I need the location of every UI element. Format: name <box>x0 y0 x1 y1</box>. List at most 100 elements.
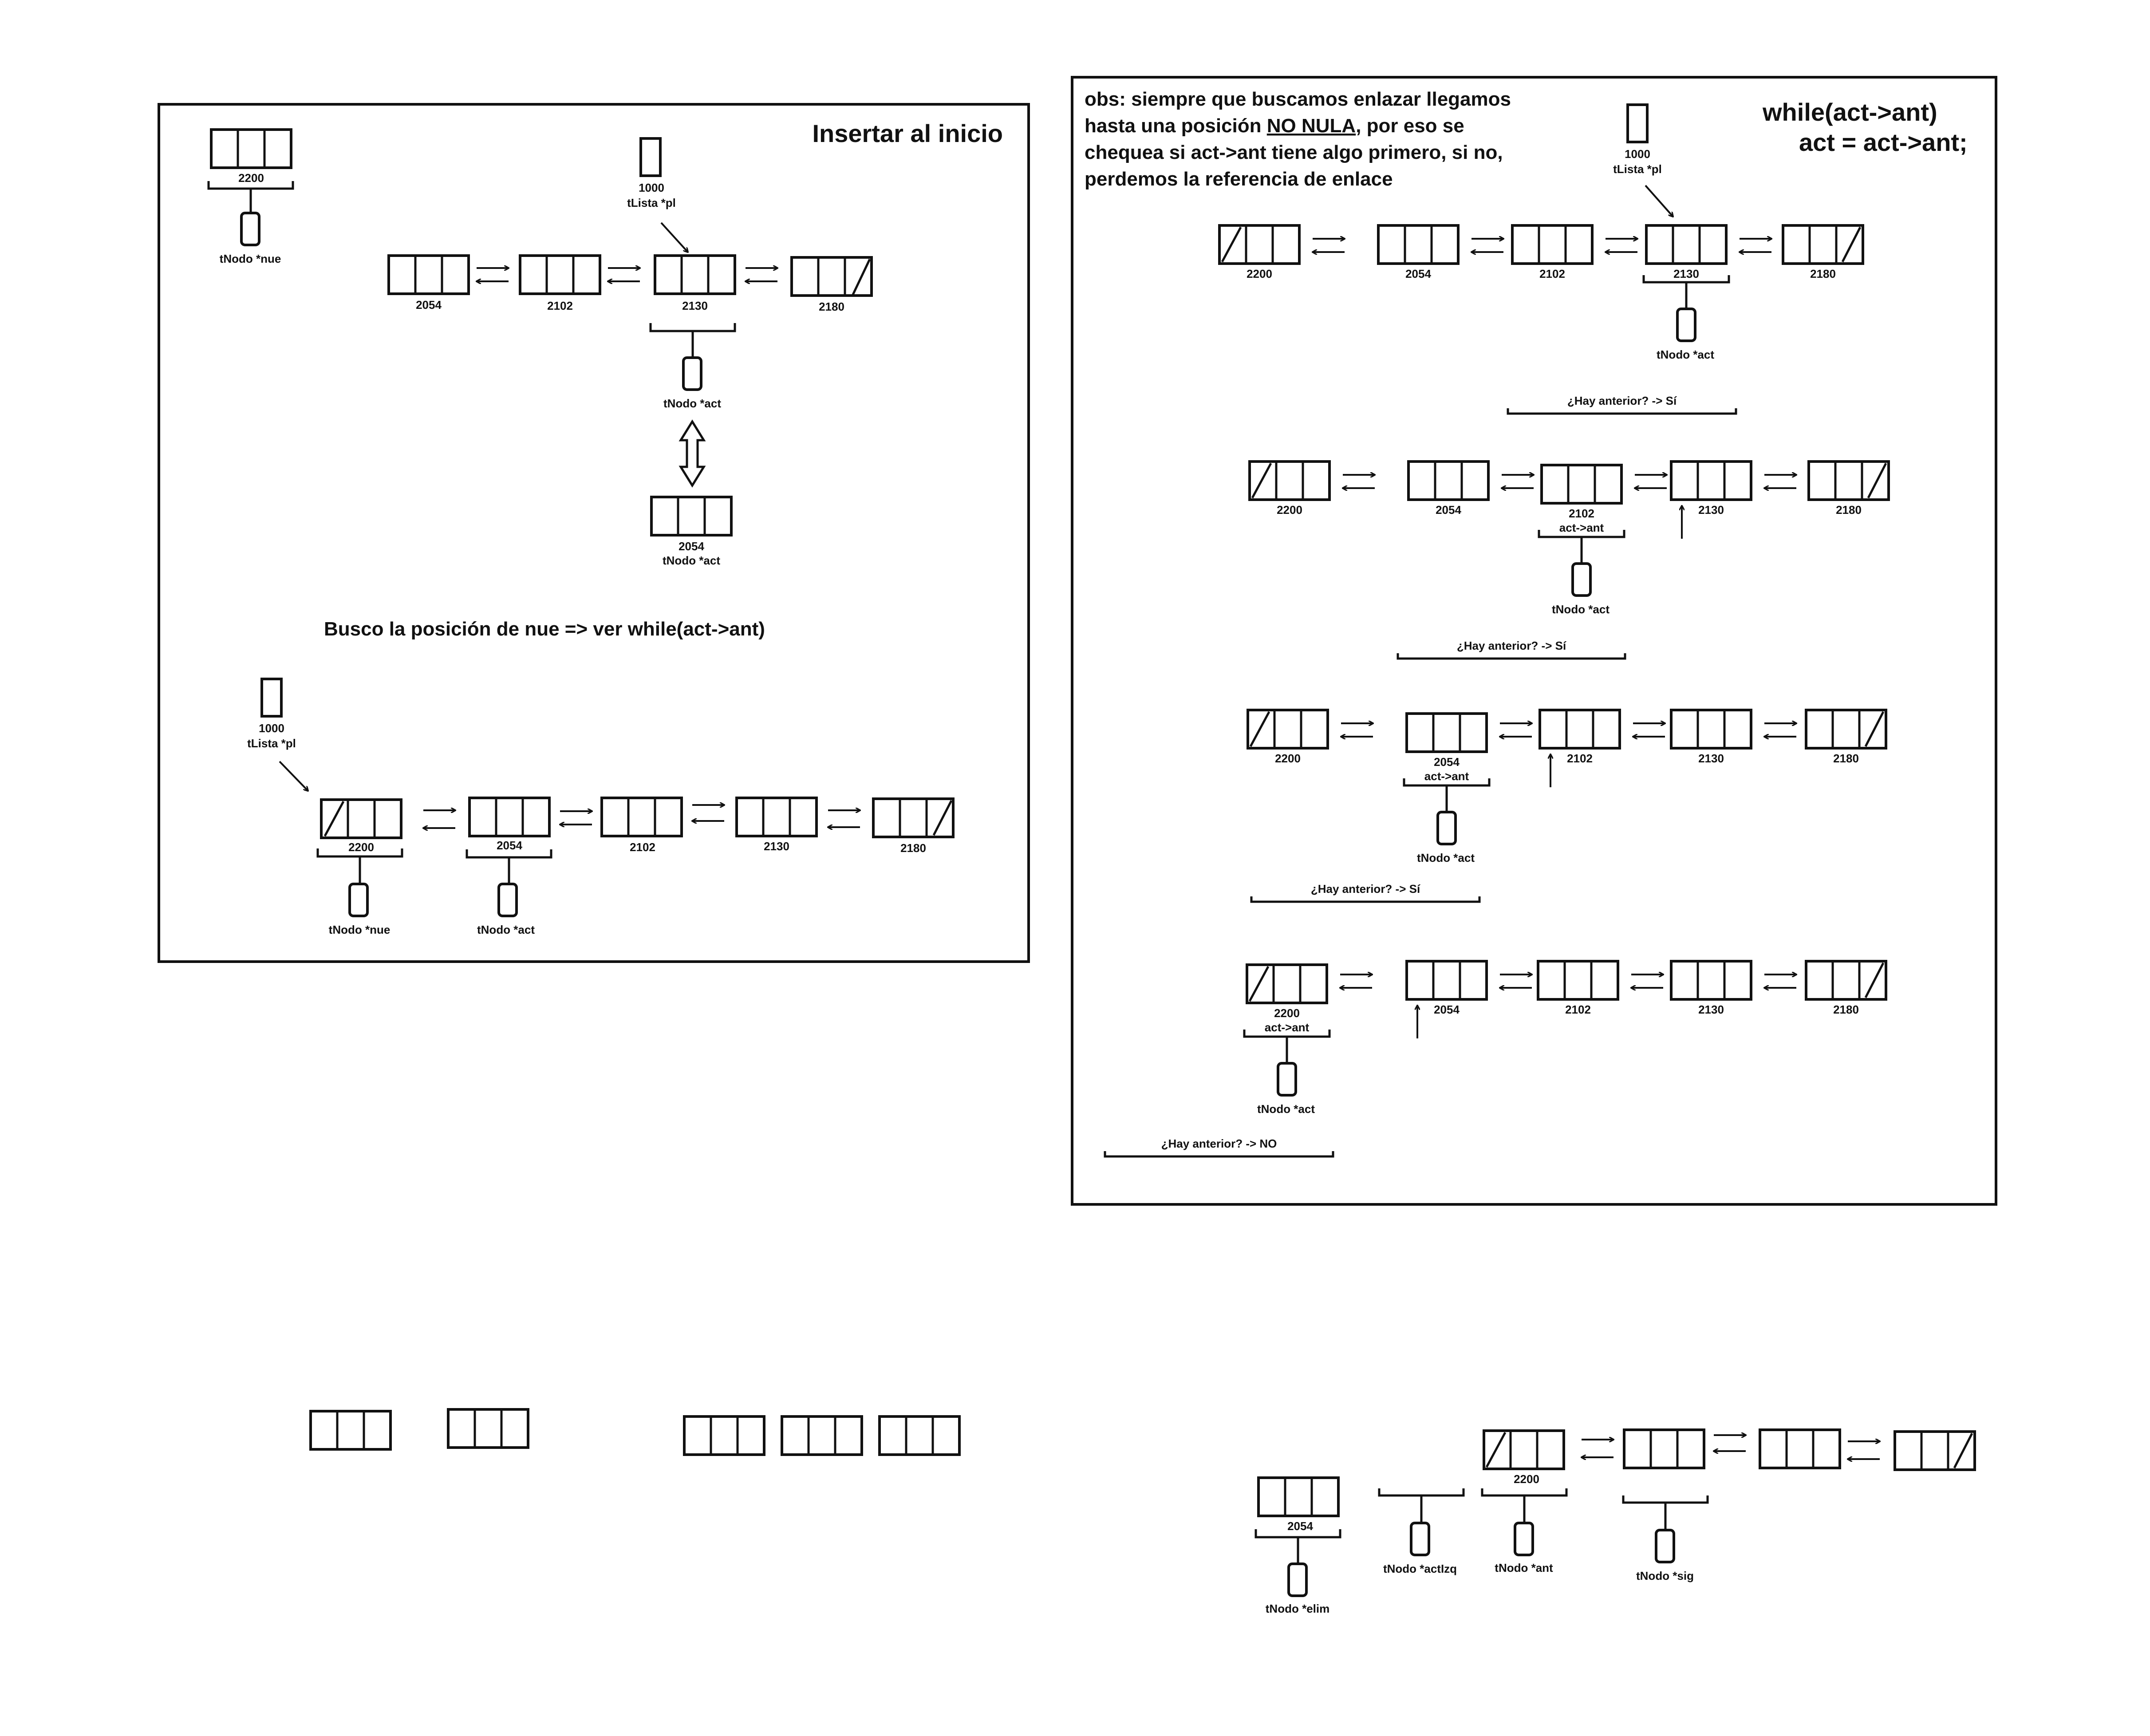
obs-line-3: chequea si act->ant tiene algo primero, … <box>1085 142 1503 163</box>
bottom-node-2-addr: 2054 <box>497 839 522 852</box>
list-node-2130: 2130 <box>1670 709 1752 765</box>
act-pointer: tNodo *act <box>1538 530 1625 616</box>
br-node-1-addr: 2200 <box>1514 1472 1539 1486</box>
pl-bottom-name: tLista *pl <box>247 737 296 750</box>
double-link <box>1633 723 1665 737</box>
double-link <box>1341 723 1373 737</box>
list-node-2054: 2054 <box>1405 960 1488 1016</box>
br-link-2-3 <box>1714 1435 1746 1451</box>
double-link <box>1343 475 1375 488</box>
nue-pointer-label: tNodo *nue <box>220 252 281 265</box>
double-link <box>1340 975 1372 988</box>
bottom-node-2: 2054 <box>468 797 551 852</box>
question-bar: ¿Hay anterior? -> Sí <box>1507 394 1737 415</box>
right-pl-addr: 1000 <box>1625 147 1650 161</box>
act-pointer: tNodo *act <box>1243 1030 1331 1116</box>
bottom-node-1: 2200 <box>320 798 402 854</box>
double-link <box>1471 239 1503 252</box>
link-1-2 <box>477 268 509 281</box>
null-slash <box>1864 711 1885 747</box>
list-node-2130: 2130 <box>1670 460 1752 517</box>
link-b2-b3 <box>560 811 592 825</box>
top-node-3: 2130 <box>654 254 736 312</box>
loose-node-2 <box>447 1408 529 1449</box>
list-node-2102: 2102 <box>1511 224 1594 280</box>
double-arrow-icon <box>679 419 706 488</box>
double-link <box>1500 975 1532 988</box>
link-b1-b2 <box>423 810 455 828</box>
bottom-list: 2200 2054 2102 <box>320 797 955 855</box>
bottom-right-diagram: 2054 tNodo *elim tNodo *actIzq 2200 tNod… <box>1254 1428 1976 1615</box>
node-addr: 2180 <box>1810 267 1836 280</box>
act-ant-label: act->ant <box>1265 1021 1310 1034</box>
act-pointer: tNodo *act <box>649 323 736 410</box>
obs-note: obs: siempre que buscamos enlazar llegam… <box>1085 88 1511 190</box>
double-link <box>1631 975 1663 988</box>
null-slash <box>852 258 871 296</box>
null-slash <box>932 800 953 836</box>
bottom-node-3-addr: 2102 <box>630 840 655 854</box>
list-node-2200: 2200 <box>1248 460 1331 517</box>
node-addr: 2102 <box>1565 1003 1591 1016</box>
top-node-1-addr: 2054 <box>416 298 442 312</box>
bottom-node-3: 2102 <box>600 797 683 854</box>
node-addr: 2054 <box>1434 755 1460 769</box>
node-addr: 2102 <box>1539 267 1565 280</box>
br-node-4 <box>1894 1430 1976 1471</box>
question-bar: ¿Hay anterior? -> Sí <box>1250 882 1481 903</box>
busco-heading: Busco la posición de nue => ver while(ac… <box>324 618 765 640</box>
right-pl-pointer: 1000 tLista *pl <box>1613 103 1673 217</box>
obs-line-4: perdemos la referencia de enlace <box>1085 168 1393 190</box>
double-link <box>1500 723 1532 737</box>
top-node-1: 2054 <box>387 254 470 312</box>
nue-node: 2200 tNodo *nue <box>207 128 294 265</box>
double-link <box>1313 239 1345 252</box>
list-node-2102: 2102 <box>1539 709 1621 765</box>
node-addr: 2130 <box>1698 1003 1724 1016</box>
code-line-2: act = act->ant; <box>1799 128 1968 156</box>
double-link <box>1502 475 1534 488</box>
null-slash <box>1953 1432 1973 1469</box>
br-link-3-4 <box>1848 1441 1880 1459</box>
null-slash <box>323 801 345 837</box>
act-pointer: tNodo *act <box>1403 778 1491 864</box>
bottom-act-pointer: tNodo *act <box>466 849 552 936</box>
br-link-1-2 <box>1582 1440 1613 1457</box>
pl-top-name: tLista *pl <box>627 196 676 209</box>
obs-line-2: hasta una posición NO NULA, por eso se <box>1085 115 1464 137</box>
right-pl-name: tLista *pl <box>1613 162 1662 176</box>
double-link <box>1764 723 1796 737</box>
node-addr: 2102 <box>1569 507 1594 520</box>
list-node-2130: 2130 <box>1670 960 1752 1016</box>
null-slash <box>1841 226 1862 263</box>
list-node-2180: 2180 <box>1805 960 1887 1016</box>
question-text: ¿Hay anterior? -> Sí <box>1567 394 1677 407</box>
panel-while-act-ant: obs: siempre que buscamos enlazar llegam… <box>1071 76 1997 1206</box>
null-slash <box>1867 462 1887 499</box>
loose-node-3 <box>683 1415 765 1456</box>
node-addr: 2180 <box>1833 1003 1859 1016</box>
sig-label: tNodo *sig <box>1636 1569 1694 1582</box>
pl-top-addr: 1000 <box>639 181 664 194</box>
panel-right-frame <box>1071 76 1997 1206</box>
list-node-2054: 2054 <box>1377 224 1460 280</box>
bottom-node-5: 2180 <box>872 797 955 855</box>
list-node-2200: 2200 <box>1218 224 1301 280</box>
act-pointer-label: tNodo *act <box>1257 1102 1315 1116</box>
act-pointer-label: tNodo *act <box>1417 851 1475 864</box>
question-bar: ¿Hay anterior? -> NO <box>1104 1137 1334 1158</box>
node-addr: 2054 <box>1405 267 1431 280</box>
list-node-2054: 2054 <box>1407 460 1490 517</box>
list-node-2180: 2180 <box>1805 709 1887 765</box>
list-node-2180: 2180 <box>1807 460 1890 517</box>
act-pointer-label: tNodo *act <box>663 397 721 410</box>
act-ant-label: act->ant <box>1559 521 1604 534</box>
top-node-4-addr: 2180 <box>819 300 844 313</box>
bottom-node-1-addr: 2200 <box>348 840 374 854</box>
null-slash <box>1249 711 1270 747</box>
top-node-4: 2180 <box>790 256 873 313</box>
